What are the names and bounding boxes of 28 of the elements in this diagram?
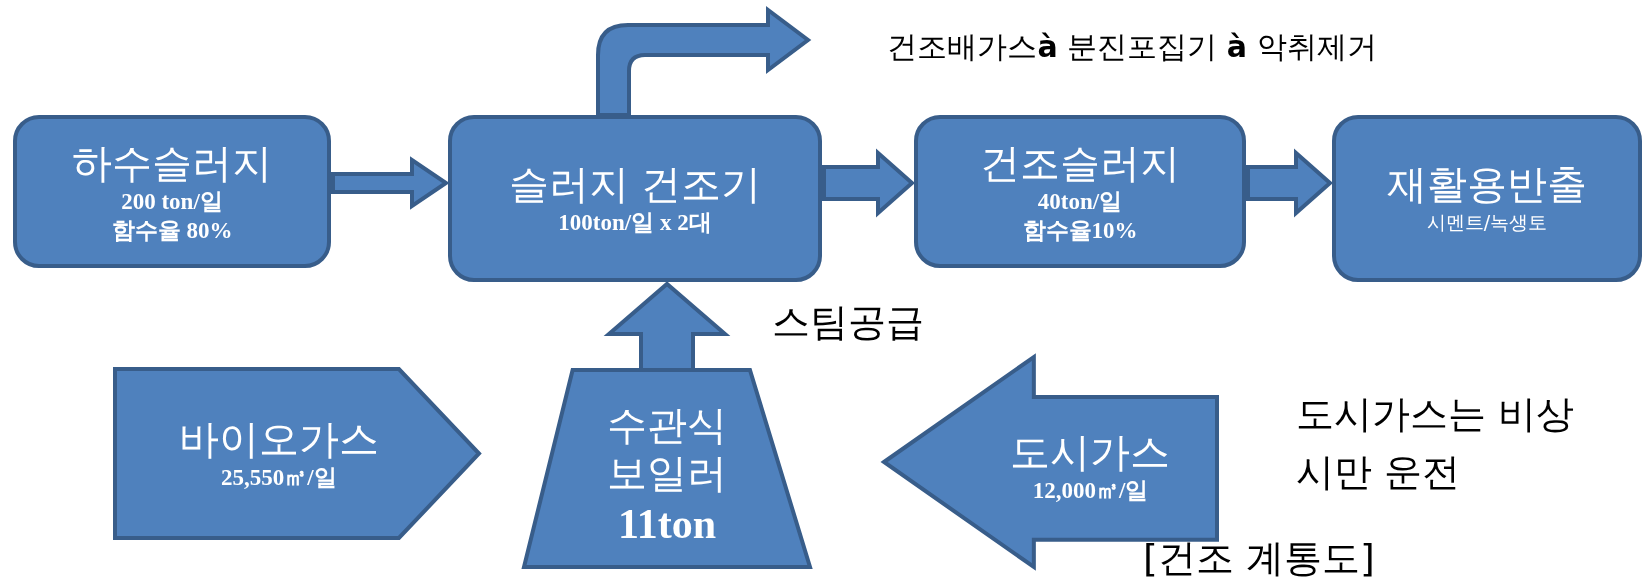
node-title: 슬러지 건조기	[508, 160, 762, 208]
node-detail: 함수율10%	[1022, 216, 1138, 245]
node-title: 하수슬러지	[72, 138, 272, 187]
block-arrow	[822, 148, 916, 218]
node-title: 건조슬러지	[980, 138, 1180, 187]
process-box	[13, 115, 331, 268]
node-detail: 40ton/일	[1037, 187, 1123, 216]
node-detail: 200 ton/일	[121, 187, 223, 216]
block-arrow	[596, 8, 810, 117]
note-text: 도시가스는 비상시만 운전	[1296, 391, 1576, 496]
block-arrow	[1246, 148, 1334, 218]
process-box	[448, 115, 822, 282]
edge-label: 스팀공급	[772, 299, 924, 346]
block-arrow	[331, 156, 450, 210]
note-text: 건조배가스à 분진포집기 à 악취제거	[887, 28, 1377, 66]
node-detail: 11ton	[618, 499, 716, 549]
node-title: 재활용반출	[1387, 160, 1587, 208]
boiler-shape	[524, 370, 810, 567]
input-arrow-shape	[115, 369, 479, 538]
note-text: [건조 계통도]	[1143, 535, 1375, 582]
node-title: 수관식 보일러	[606, 400, 728, 497]
process-box	[914, 115, 1246, 268]
node-detail: 25,550㎥/일	[220, 464, 337, 492]
node-detail: 100ton/일 x 2대	[558, 209, 712, 237]
node-detail: 시멘트/녹생토	[1426, 210, 1548, 235]
process-box	[1332, 115, 1642, 282]
node-title: 바이오가스	[178, 415, 379, 463]
node-detail: 함수율 80%	[111, 216, 233, 245]
